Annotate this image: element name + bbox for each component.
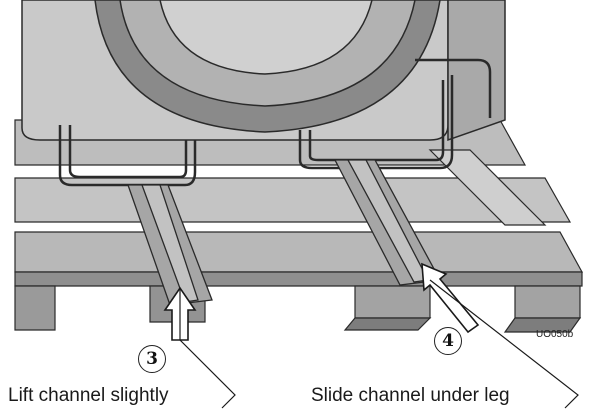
figure-code: UO050b [536,329,574,340]
pallet-block-left [14,285,56,331]
leg-loops [58,58,492,187]
pallet-front-board [14,231,584,273]
leader-lines [179,279,579,409]
channel-left-web [141,184,199,303]
drum-center [159,0,373,75]
leader-line-3 [179,288,236,409]
pallet-block-right [514,285,581,319]
caption-slide-channel: Slide channel under leg [311,385,510,406]
pallet [14,119,584,333]
caption-lift-channel: Lift channel slightly [8,385,169,406]
step-3-callout: 3 [138,345,166,373]
pallet-front-board-edge [14,271,583,287]
leg-loop-center-inner [308,80,445,162]
channels [127,159,442,306]
pallet-side-board [428,149,547,226]
pallet-block-right-side [503,317,582,333]
washer-body [21,0,506,142]
leg-loop-left-inner [68,125,188,179]
leg-loop-right [415,58,492,118]
pallet-block-center-side [343,317,432,331]
slide-arrow [421,262,480,334]
pallet-block-center [354,285,431,319]
machine-right-side [447,0,506,142]
step-4-callout: 4 [434,327,462,355]
leader-line-4 [429,279,579,409]
